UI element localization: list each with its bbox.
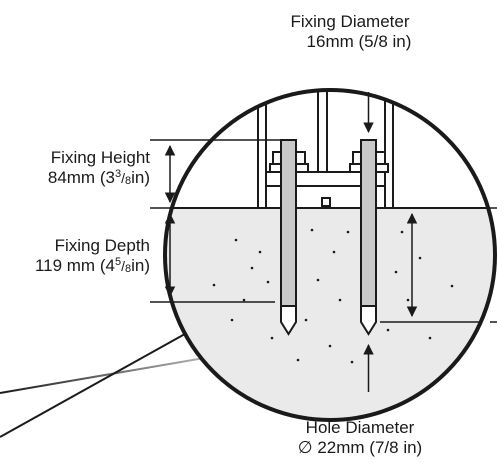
fixing-diameter-value: 16mm (5/8 in) xyxy=(306,32,412,51)
fixing-depth-dimension xyxy=(150,212,275,303)
fixing-depth-label: Fixing Depth 119 mm (45/8in) xyxy=(0,236,150,276)
bolt-left xyxy=(280,139,297,336)
fixing-diameter-title: Fixing Diameter xyxy=(290,12,410,31)
magnifier-leader-lower xyxy=(0,319,211,438)
fixing-diameter-label: Fixing Diameter 16mm (5/8 in) xyxy=(250,12,450,52)
fixing-height-title: Fixing Height xyxy=(50,148,150,167)
magnified-detail xyxy=(165,90,495,420)
bolt-right xyxy=(360,139,377,336)
hole-diameter-title: Hole Diameter xyxy=(305,418,415,437)
fixing-height-label: Fixing Height 84mm (33/8in) xyxy=(0,148,150,188)
hole-diameter-label: Hole Diameter ∅ 22mm (7/8 in) xyxy=(260,418,460,458)
diameter-symbol-icon: ∅ xyxy=(297,438,313,457)
concrete-aggregate xyxy=(212,228,454,364)
fixing-height-value: 84mm (33/8in) xyxy=(47,168,150,187)
fixing-height-dimension xyxy=(150,139,296,209)
hole-diameter-value: ∅ 22mm (7/8 in) xyxy=(297,438,423,457)
fixing-depth-title: Fixing Depth xyxy=(54,236,150,255)
fixing-depth-value: 119 mm (45/8in) xyxy=(34,256,150,275)
